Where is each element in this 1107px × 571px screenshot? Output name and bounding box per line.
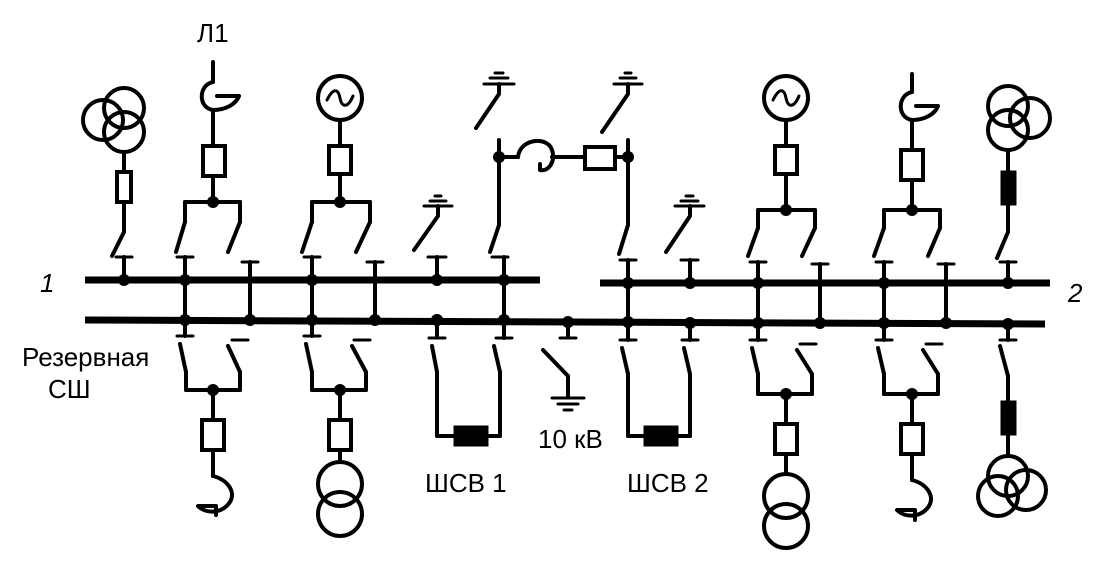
breaker-closed-icon (643, 425, 679, 447)
coupler-2-label: ШСВ 2 (627, 468, 709, 498)
earthing-switch-icon (474, 92, 501, 130)
reactor-icon (516, 139, 555, 173)
disconnector-icon (226, 220, 242, 254)
disconnector-icon (304, 342, 314, 374)
coupler-1 (427, 278, 514, 447)
disconnector-icon (682, 346, 692, 376)
disconnector-icon (998, 344, 1010, 378)
bus-tie-reactor (474, 71, 644, 289)
transformer-winding-icon (102, 86, 146, 130)
transformer-winding-icon (986, 84, 1030, 128)
line-outlet-icon (898, 90, 940, 122)
transformer-bottom-right (976, 318, 1048, 518)
fuse-icon (115, 170, 133, 204)
line-outlet-icon (199, 80, 241, 112)
transformer-winding-icon (81, 98, 125, 142)
disconnector-icon (872, 226, 886, 258)
breaker-icon (899, 422, 925, 456)
reserve-bus-label-line1: Резервная (22, 342, 149, 372)
disconnector-icon (430, 344, 439, 374)
breaker-icon (583, 145, 617, 171)
transformer-winding-icon (762, 472, 810, 520)
reserve-bus-earth (541, 316, 586, 412)
disconnector-icon (995, 230, 1010, 260)
transformer-winding-icon (316, 460, 364, 508)
disconnector-icon (746, 226, 760, 258)
transformer-winding-icon (1004, 468, 1048, 512)
disconnector-icon (921, 348, 940, 376)
disconnector-icon (488, 223, 501, 254)
bay-generator-top-left (300, 74, 385, 326)
disconnector-icon (795, 348, 814, 376)
breaker-icon (773, 144, 799, 176)
disconnector-icon (617, 223, 630, 256)
disconnector-icon (178, 342, 188, 374)
breaker-icon (899, 148, 925, 182)
bay-transformer-bottom-left (302, 278, 372, 538)
breaker-icon (327, 418, 353, 452)
bay-line-bottom-right (874, 281, 944, 522)
disconnector-icon (750, 346, 760, 376)
reserve-bus-label-line2: СШ (48, 374, 91, 404)
fuse-icon (1000, 170, 1017, 206)
bay-line-top-right (872, 72, 956, 329)
disconnector-icon (800, 226, 817, 258)
line-outlet-icon (895, 478, 933, 522)
earthing-switch-icon (664, 214, 692, 254)
breaker-icon (200, 418, 226, 452)
transformer-top-left (81, 86, 146, 286)
line-l1-label: Л1 (197, 18, 229, 48)
disconnector-icon (926, 226, 942, 258)
coupler-2 (618, 281, 700, 447)
disconnector-icon (110, 230, 126, 258)
breaker-icon (201, 144, 227, 178)
earthing-switch-icon (412, 214, 440, 252)
transformer-top-right (986, 84, 1052, 289)
disconnector-icon (354, 220, 372, 254)
transformer-winding-icon (1008, 96, 1052, 140)
disconnector-icon (174, 220, 187, 254)
disconnector-icon (876, 346, 886, 376)
bus-1-label: 1 (40, 268, 54, 298)
earthing-switch-icon (600, 92, 630, 134)
coupler-1-label: ШСВ 1 (425, 468, 507, 498)
line-outlet-icon (196, 474, 234, 517)
transformer-top-left-reserve-link (179, 314, 890, 329)
bay-generator-top-right (746, 74, 830, 329)
transformer-winding-icon (316, 490, 364, 538)
transformer-winding-icon (976, 474, 1020, 518)
breaker-icon (327, 144, 353, 176)
transformer-winding-icon (986, 108, 1030, 152)
breaker-closed-icon (453, 425, 489, 447)
breaker-icon (773, 422, 799, 456)
bay-line-bottom-left (175, 278, 250, 517)
earth-switch-bus-2 (664, 194, 706, 289)
transformer-winding-icon (762, 502, 810, 550)
bay-line-l1 (174, 60, 260, 326)
voltage-label: 10 кВ (538, 424, 603, 454)
earthing-switch-icon (541, 348, 570, 378)
disconnector-icon (350, 344, 368, 374)
bus-2-label: 2 (1067, 278, 1083, 308)
disconnector-icon (492, 344, 502, 374)
earth-switch-bus-1 (412, 194, 454, 286)
disconnector-icon (620, 346, 630, 376)
disconnector-icon (226, 344, 242, 374)
disconnector-icon (300, 220, 314, 254)
fuse-icon (1000, 400, 1017, 436)
bay-transformer-bottom-right (748, 281, 818, 550)
